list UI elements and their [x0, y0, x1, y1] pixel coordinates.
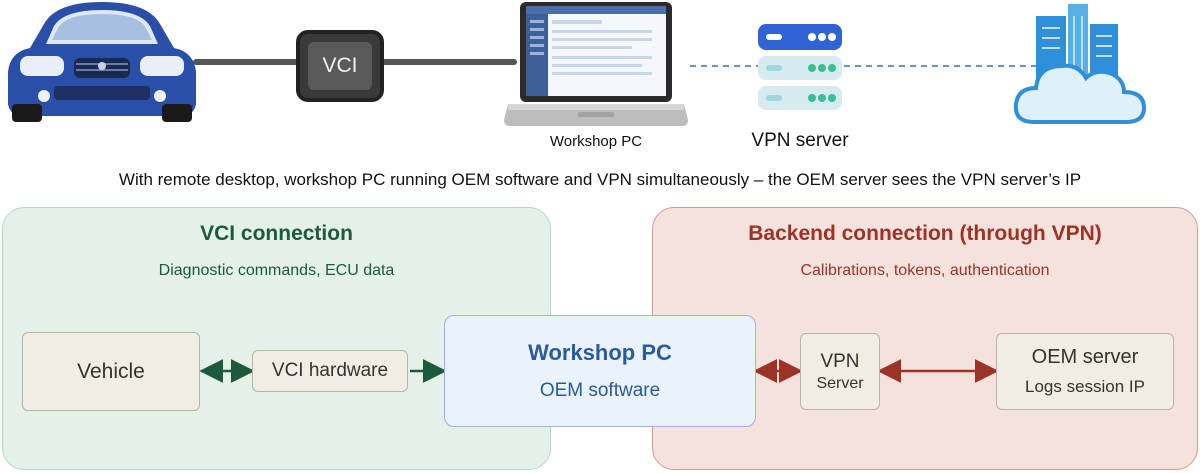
vci-device-face: VCI	[308, 42, 372, 90]
vehicle-box: Vehicle	[22, 332, 200, 411]
cloud-server-icon	[1013, 4, 1147, 124]
car-icon	[8, 2, 196, 122]
workshop-pc-top-label: Workshop PC	[549, 133, 643, 150]
diagram-caption: With remote desktop, workshop PC running…	[118, 170, 1082, 189]
backend-panel-subtitle: Calibrations, tokens, authentication	[800, 262, 1050, 279]
vci-panel-subtitle: Diagnostic commands, ECU data	[158, 262, 395, 279]
laptop-icon	[504, 2, 688, 126]
vci-device-icon: VCI	[296, 30, 384, 102]
vpn-server-line2: Server	[816, 374, 864, 392]
workshop-pc-title: Workshop PC	[528, 340, 672, 365]
server-rack-icon	[758, 24, 842, 110]
vpn-server-box: VPN Server	[800, 333, 880, 410]
vci-panel-title: VCI connection	[200, 222, 353, 245]
oem-server-subtitle: Logs session IP	[1024, 377, 1145, 396]
workshop-pc-subtitle: OEM software	[539, 380, 661, 401]
backend-panel-title: Backend connection (through VPN)	[748, 222, 1102, 245]
vpn-server-line1: VPN	[820, 350, 860, 372]
vci-hardware-box: VCI hardware	[252, 350, 408, 392]
vci-device-label: VCI	[322, 54, 358, 77]
cable-car-to-vci	[193, 59, 1040, 67]
vpn-server-top-label: VPN server	[751, 130, 849, 151]
vci-hardware-label: VCI hardware	[271, 360, 389, 381]
vehicle-label: Vehicle	[77, 359, 145, 383]
workshop-pc-box: Workshop PC OEM software	[444, 315, 756, 427]
oem-server-box: OEM server Logs session IP	[996, 333, 1174, 410]
oem-server-title: OEM server	[1031, 346, 1139, 368]
